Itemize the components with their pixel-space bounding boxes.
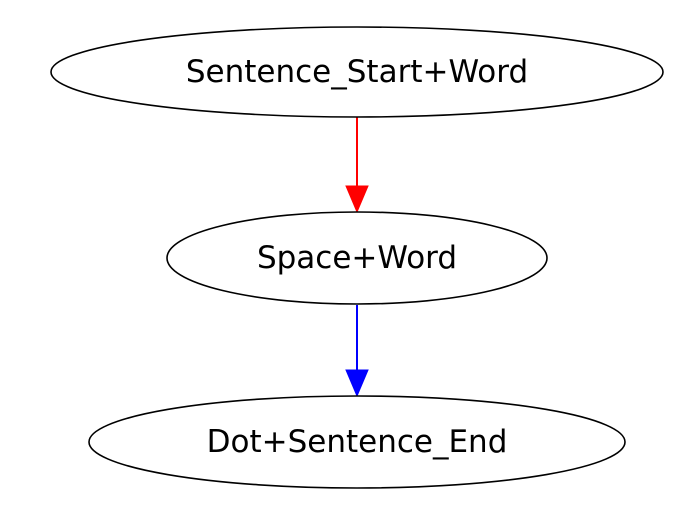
- node-label: Space+Word: [257, 240, 457, 276]
- edge-space-to-end: [345, 305, 369, 398]
- node-space-word: Space+Word: [166, 211, 548, 305]
- node-ellipse: [166, 211, 548, 305]
- edge-arrowhead: [345, 185, 369, 214]
- node-label: Sentence_Start+Word: [186, 54, 528, 90]
- edge-start-to-space: [345, 117, 369, 214]
- node-ellipse: [88, 395, 626, 489]
- node-ellipse: [50, 26, 664, 118]
- node-dot-sentence-end: Dot+Sentence_End: [88, 395, 626, 489]
- node-sentence-start-word: Sentence_Start+Word: [50, 26, 664, 118]
- node-label: Dot+Sentence_End: [207, 424, 508, 460]
- edge-arrowhead: [345, 369, 369, 398]
